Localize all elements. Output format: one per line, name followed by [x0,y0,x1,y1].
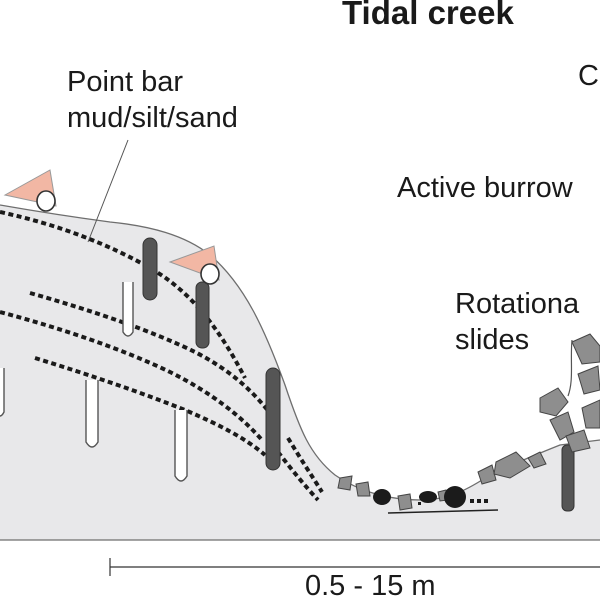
pebble [444,486,466,508]
slide-blocks [477,333,600,485]
clast [337,475,353,491]
active-burrows [142,237,575,512]
point-bar-label-line2: mud/silt/sand [67,102,238,134]
grain [477,499,481,503]
slide-block [549,411,575,441]
bedding-line [34,356,267,457]
point-bar-bank [0,205,600,540]
grain [484,499,488,503]
dark-burrow [195,281,210,349]
pebble [419,491,437,503]
slide-block [565,429,591,453]
slide-block [571,333,600,365]
slide-block [477,464,497,485]
open-burrow [122,282,134,337]
open-burrows [0,282,188,482]
slide-block [577,365,600,395]
rotational-label-line1: Rotationa [455,288,580,320]
dark-burrow [561,444,575,512]
pebble [373,489,391,505]
clast [355,481,371,497]
channel-floor-line [387,509,499,514]
crab-lower [168,245,220,285]
dark-burrow [142,237,158,301]
point-bar-leader [87,139,129,243]
point-bar-label: Point bar mud/silt/sand [67,64,238,136]
open-burrow [85,380,99,448]
slide-block [581,399,600,429]
cut-bank-outline [567,339,573,397]
bedding-line [0,310,264,442]
open-burrow [174,410,188,482]
right-edge-letter: C [578,60,599,92]
dark-burrow [265,367,281,471]
rotational-slides-label: Rotationa slides [455,286,579,358]
bedding-line [0,210,247,379]
grain [470,499,474,503]
bedding-line [29,291,277,422]
bedding-lines [0,210,324,502]
slide-block [493,451,531,479]
active-burrow-label: Active burrow [397,172,573,204]
rotational-label-line2: slides [455,324,530,356]
crab-claw-icon [200,263,220,285]
grain [418,502,421,505]
crab-upper [3,169,57,212]
crab-claw-icon [36,190,56,212]
slide-block [539,387,569,417]
point-bar-label-line1: Point bar [67,66,184,98]
scale-label: 0.5 - 15 m [305,570,436,602]
open-burrow [0,368,5,417]
slide-block [527,451,547,469]
diagram-title: Tidal creek [342,0,514,31]
channel-lag [337,475,488,511]
bank-surface-outline [0,204,600,501]
clast [397,493,413,511]
